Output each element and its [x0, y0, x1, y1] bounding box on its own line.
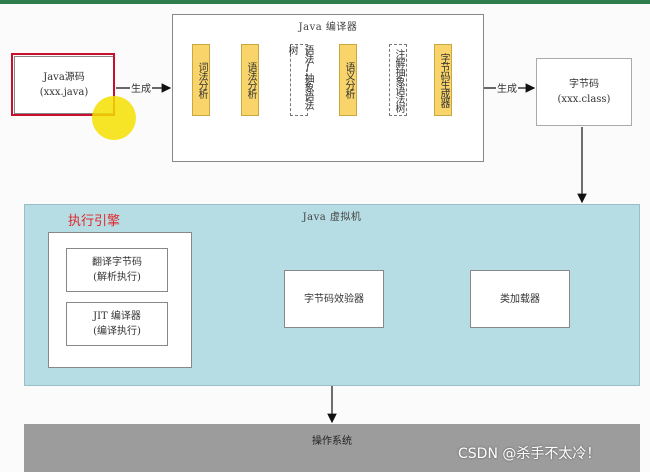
window-top-bar	[0, 0, 650, 4]
bytecode-verifier-box: 字节码效验器	[284, 270, 384, 328]
stage-annotated-syntax-tree: 注解抽象语法树	[389, 44, 407, 116]
execution-engine-label: 执行引擎	[68, 214, 121, 229]
jit-compiler-label: JIT 编译器	[93, 311, 141, 322]
source-highlight-frame	[11, 53, 115, 116]
edge-label-generate-1: 生成	[130, 80, 152, 95]
java-compiler-box	[172, 14, 484, 162]
jvm-title: Java 虚拟机	[302, 212, 362, 223]
operating-system-bar	[24, 424, 640, 472]
compiler-title: Java 编译器	[298, 22, 358, 33]
class-loader-box: 类加载器	[470, 270, 570, 328]
bytecode-label: 字节码	[569, 79, 599, 90]
bytecode-box: 字节码 (xxx.class)	[536, 58, 632, 126]
java-source-file: (xxx.java)	[39, 87, 89, 98]
stage-syntax-analysis: 语法分析	[241, 44, 259, 116]
stage-semantic-analysis: 语义分析	[339, 44, 357, 116]
edge-label-generate-2: 生成	[496, 80, 518, 95]
interpreter-label: 翻译字节码	[92, 257, 142, 268]
stage-bytecode-generator: 字节码生成器	[434, 44, 452, 116]
cursor-highlight-dot	[92, 96, 136, 140]
interpreter-box: 翻译字节码 (解析执行)	[66, 248, 168, 292]
jit-compiler-mode: (编译执行)	[93, 326, 141, 337]
stage-lexical-analysis: 词法分析	[192, 44, 210, 116]
watermark: CSDN @杀手不太冷！	[458, 446, 601, 462]
interpreter-mode: (解析执行)	[93, 272, 141, 283]
jit-compiler-box: JIT 编译器 (编译执行)	[66, 302, 168, 346]
stage-syntax-tree: 语法/抽象语法树	[286, 44, 313, 116]
bytecode-file: (xxx.class)	[557, 94, 611, 105]
java-source-label: Java源码	[43, 72, 85, 83]
operating-system-label: 操作系统	[312, 436, 352, 447]
java-source-box: Java源码 (xxx.java)	[14, 56, 114, 114]
